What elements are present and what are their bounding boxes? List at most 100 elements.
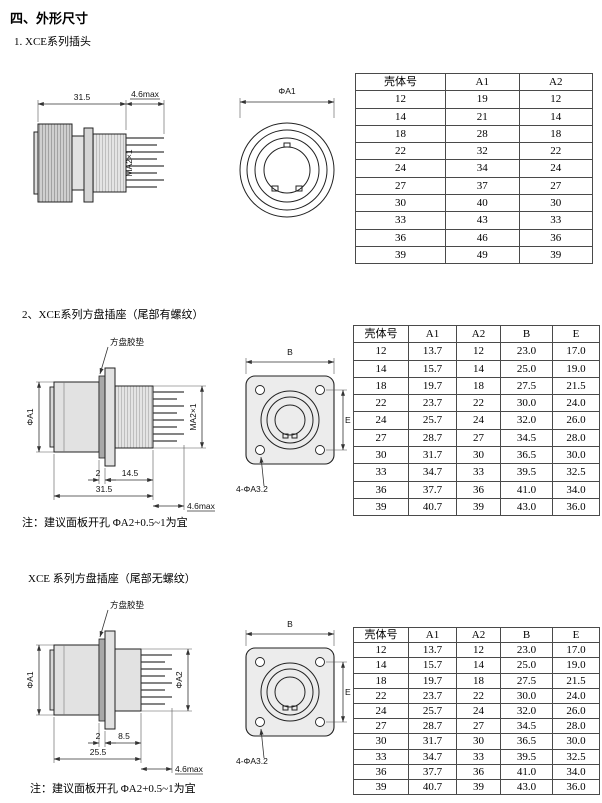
gasket-label: 方盘胶垫 <box>110 337 145 347</box>
table-cell: 21.5 <box>552 376 600 396</box>
dia2-label: ΦA2 <box>174 671 184 688</box>
table-cell: 28.7 <box>408 428 457 448</box>
column-header: A1 <box>445 72 520 92</box>
table-cell: 36.5 <box>500 733 553 750</box>
bottom-dimensions: 2 8.5 25.5 4.6max <box>53 708 204 775</box>
table-cell: 27 <box>353 718 409 735</box>
table-cell: 19.0 <box>552 657 600 674</box>
connector-body <box>71 127 127 203</box>
table-cell: 43.0 <box>500 497 553 517</box>
dim-pin-label: 4.6max <box>187 501 216 511</box>
column-header: B <box>500 626 553 644</box>
section2-heading: 2、XCE系列方盘插座（尾部有螺纹） <box>22 309 204 321</box>
table-cell: 32.0 <box>500 703 553 720</box>
dimension-thread: MA2×1 <box>153 385 206 449</box>
column-header: E <box>552 626 600 644</box>
table-cell: 28.0 <box>552 428 600 448</box>
table-cell: 12 <box>456 642 501 659</box>
table-cell: 19 <box>445 90 520 109</box>
rubber-gasket <box>98 638 106 722</box>
table-cell: 31.7 <box>408 446 457 465</box>
table-cell: 24 <box>456 411 501 430</box>
table-cell: 46 <box>445 228 520 247</box>
column-header: A1 <box>408 324 457 344</box>
polarizing-key <box>282 433 289 439</box>
connector-face <box>239 122 335 218</box>
table-cell: 15.7 <box>408 657 457 674</box>
table-cell: 40.7 <box>408 497 457 517</box>
table-cell: 33 <box>456 748 501 765</box>
dimension-dia-a1: ΦA1 <box>25 381 54 453</box>
table-cell: 33 <box>353 748 409 765</box>
table-cell: 49 <box>445 245 520 265</box>
table-cell: 34.5 <box>500 718 553 735</box>
table-cell: 30 <box>456 446 501 465</box>
table-cell: 30 <box>353 446 409 465</box>
column-header: A2 <box>456 324 501 344</box>
column-header: 壳体号 <box>355 72 446 92</box>
column-header: A2 <box>456 626 501 644</box>
table-cell: 33 <box>518 211 593 230</box>
table-cell: 12 <box>518 90 593 109</box>
gasket-callout: 方盘胶垫 <box>99 600 145 638</box>
table-cell: 36 <box>353 763 409 781</box>
table-cell: 25.7 <box>408 703 457 720</box>
table-cell: 30.0 <box>500 687 553 705</box>
dim-total-label: 31.5 <box>74 92 91 102</box>
table-cell: 30 <box>518 194 593 213</box>
dimension-pin-length: 4.6max <box>125 89 165 134</box>
table-cell: 37 <box>445 176 520 196</box>
table-cell: 39 <box>353 779 409 796</box>
column-header: A2 <box>518 72 593 92</box>
table-cell: 36 <box>456 763 501 781</box>
holes-label: 4-ΦA3.2 <box>236 484 268 494</box>
table-cell: 14 <box>355 107 446 126</box>
dim-rear-label: 14.5 <box>122 468 139 478</box>
table-cell: 18 <box>353 376 409 396</box>
table-cell: 33 <box>355 211 446 230</box>
table-cell: 37.7 <box>408 480 457 499</box>
table-cell: 19.7 <box>408 672 457 689</box>
table-cell: 22 <box>456 687 501 705</box>
table-cell: 23.0 <box>500 342 553 361</box>
table-cell: 14 <box>518 107 593 126</box>
column-header: 壳体号 <box>353 324 409 344</box>
plain-rear-shell <box>114 648 142 712</box>
table-cell: 22 <box>353 687 409 705</box>
mounting-hole <box>255 445 265 455</box>
socket-plain-front-view: B E 4-ΦA3.2 <box>236 619 351 766</box>
dimension-dia-a1: ΦA1 <box>25 644 54 716</box>
socket-threaded-side-view: 方盘胶垫 ΦA1 <box>25 337 216 512</box>
table-cell: 34.5 <box>500 428 553 448</box>
table-cell: 22 <box>518 142 593 161</box>
width-label: B <box>287 619 293 629</box>
mounting-holes-callout: 4-ΦA3.2 <box>236 456 268 494</box>
table-cell: 36.0 <box>552 779 600 796</box>
table-cell: 36 <box>353 480 409 499</box>
table-cell: 41.0 <box>500 480 553 499</box>
table-cell: 26.0 <box>552 703 600 720</box>
table-cell: 25.7 <box>408 411 457 430</box>
table-cell: 27.5 <box>500 672 553 689</box>
table-cell: 19.0 <box>552 359 600 378</box>
table-cell: 12 <box>355 90 446 109</box>
dimension-flange-width: B <box>245 347 335 374</box>
polarizing-key <box>291 433 298 439</box>
table-cell: 40.7 <box>408 779 457 796</box>
table-cell: 24.0 <box>552 687 600 705</box>
table-cell: 13.7 <box>408 342 457 361</box>
table-cell: 15.7 <box>408 359 457 378</box>
table-cell: 36.0 <box>552 497 600 517</box>
